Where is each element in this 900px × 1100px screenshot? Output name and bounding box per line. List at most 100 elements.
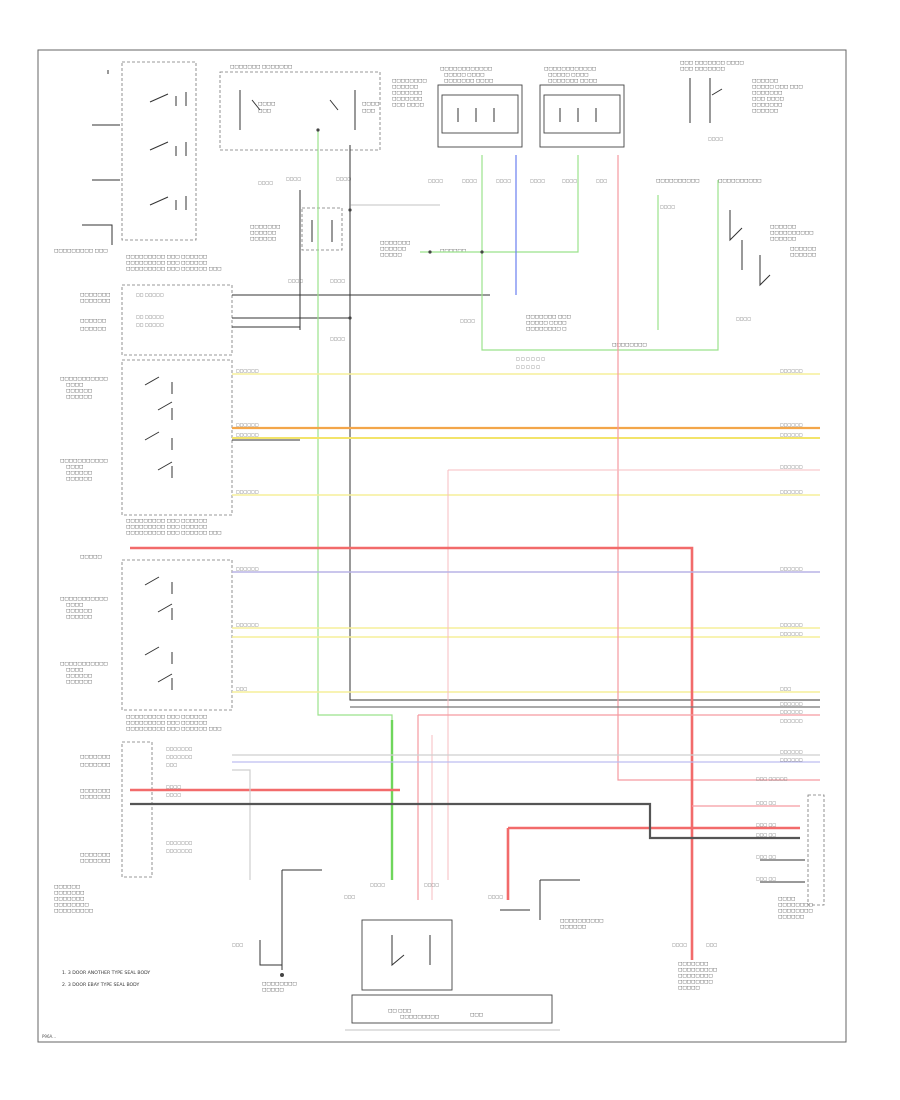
svg-text:□□□□□□: □□□□□□ [66,674,92,679]
svg-text:□□□□□□□: □□□□□□□ [166,746,193,751]
svg-text:□□□□□□□□□□□: □□□□□□□□□□□ [60,377,108,382]
legend: 1. 3 DOOR ANOTHER TYPE SEAL BODY 2. 3 DO… [62,970,150,988]
svg-text:□□□□□□□: □□□□□□□ [80,859,110,864]
svg-text:□□□: □□□ [470,1013,483,1018]
svg-text:□□□□□□: □□□□□□ [392,85,418,90]
svg-text:□□□□□□: □□□□□□ [780,757,803,762]
svg-text:□ □ □ □ □: □ □ □ □ □ [516,364,540,369]
svg-text:□□□□: □□□□ [288,278,303,283]
svg-text:□□□□□□: □□□□□□ [380,247,406,252]
left-connector-strip: □□□□□□□ □□□□□□□ □□□□□□ □□□□□□ □□ □□□□□ □… [80,284,233,356]
svg-text:□□□□□□□□□ □□□: □□□□□□□□□ □□□ [54,249,108,254]
svg-text:□□□□□□□: □□□□□□□ [380,241,410,246]
svg-text:□□□□□□: □□□□□□ [250,237,276,242]
svg-text:□□□□□□□□: □□□□□□□□ [262,982,297,987]
bottom-right-connector: □□□□□□□□□□ □□□□□□ □□□□□□□ □□□□□□□□□ □□□□… [500,794,825,991]
lower-left-connector: □□□□□□□ □□□□□□□ □□□□□□□ □□□□□□□ □□□□□□□ … [54,741,153,914]
svg-text:□□□□□□: □□□□□□ [80,319,106,324]
top-relay-block: □□□□□□□ □□□□□□□ □□□□ □□□ □□□□ □□□ □□□□□□… [219,65,427,151]
svg-text:□□□□□□: □□□□□□ [752,79,778,84]
svg-text:□□□□□ □□□□: □□□□□ □□□□ [548,73,589,78]
svg-text:□□□□: □□□□ [496,178,511,183]
svg-text:□□□□□□: □□□□□□ [560,925,586,930]
svg-text:□□□□□□: □□□□□□ [54,885,80,890]
svg-text:□□□: □□□ [780,686,792,691]
svg-text:□□□□: □□□□ [330,336,345,341]
svg-text:□□□□□□: □□□□□□ [770,225,796,230]
svg-text:□□□□: □□□□ [562,178,577,183]
svg-text:□□□□□□: □□□□□□ [80,327,106,332]
svg-text:□□□□: □□□□ [66,603,83,608]
svg-text:□□□□□□: □□□□□□ [780,701,803,706]
svg-text:□□□: □□□ [232,942,244,947]
svg-text:□□□□□□□□□ □□□ □□□□□□: □□□□□□□□□ □□□ □□□□□□ [126,261,207,266]
svg-text:□□□: □□□ [362,109,375,114]
svg-text:□□□□□□: □□□□□□ [770,237,796,242]
svg-text:□□ □□□□□: □□ □□□□□ [136,322,164,327]
svg-text:□□□□□□: □□□□□□ [780,464,803,469]
svg-text:□□□□□□□□□: □□□□□□□□□ [400,1015,439,1020]
svg-text:□□□□□□□□□ □□□ □□□□□□ □□□: □□□□□□□□□ □□□ □□□□□□ □□□ [126,531,222,536]
svg-text:□□□□: □□□□ [428,178,443,183]
svg-text:□□□□□□□: □□□□□□□ [392,97,422,102]
svg-text:□□□□□□□□ □: □□□□□□□□ □ [526,327,567,332]
page-id: P96A... [42,1034,56,1039]
svg-text:□□□□□□: □□□□□□ [236,489,259,494]
svg-text:□□□□□□□□□ □□□ □□□□□□: □□□□□□□□□ □□□ □□□□□□ [126,525,207,530]
svg-text:□□□□: □□□□ [286,176,301,181]
svg-text:□□□□□□□: □□□□□□□ [80,789,110,794]
svg-text:□□□□□: □□□□□ [678,986,700,991]
top-right-switch: □□□ □□□□□□□ □□□□ □□□ □□□□□□□ □□□□□□ □□□□… [680,61,803,123]
svg-text:□□□□□□: □□□□□□ [780,718,803,723]
svg-text:□□□□□□□: □□□□□□□ [752,103,782,108]
svg-text:□□□□□□□: □□□□□□□ [392,91,422,96]
svg-text:□□□□□□□: □□□□□□□ [166,754,193,759]
svg-text:□□□□□□□ □□□□: □□□□□□□ □□□□ [444,79,493,84]
svg-text:□□□: □□□ [166,762,178,767]
svg-text:□□□□□□□: □□□□□□□ [54,891,84,896]
svg-text:□□□□□□□□: □□□□□□□□ [778,903,813,908]
pin-markers: □ □ □ □ □ □ □ □ □ □ □ [280,128,545,977]
svg-text:□□□: □□□ [706,942,718,947]
svg-text:□□□□: □□□□ [330,278,345,283]
svg-text:□□□□□□: □□□□□□ [66,680,92,685]
bottom-ground-connector: □□□□□□□□ □□□□□ [259,869,322,993]
svg-text:□□□□□□□□□ □□□ □□□□□□: □□□□□□□□□ □□□ □□□□□□ [126,519,207,524]
svg-text:□□□□□□□: □□□□□□□ [80,853,110,858]
svg-text:□□□ □□□□□□□ □□□□: □□□ □□□□□□□ □□□□ [680,61,744,66]
svg-text:□□□□: □□□□ [370,882,385,887]
svg-text:□□□□: □□□□ [530,178,545,183]
svg-text:□□□ □□: □□□ □□ [756,854,776,859]
svg-text:□□□□□□□□: □□□□□□□□ [612,343,647,348]
legend-item: 2. 3 DOOR EBAY TYPE SEAL BODY [62,982,139,988]
svg-text:□□□□: □□□□ [166,792,181,797]
svg-text:□□□ □□: □□□ □□ [756,876,776,881]
svg-text:□□□□□ □□□ □□□: □□□□□ □□□ □□□ [752,85,803,90]
svg-text:□□□ □□□□: □□□ □□□□ [752,97,784,102]
svg-text:□□□□□□: □□□□□□ [752,109,778,114]
svg-text:□□□□□□: □□□□□□ [780,631,803,636]
svg-text:□□□□□□□□□□□: □□□□□□□□□□□ [60,662,108,667]
svg-text:□□□□: □□□□ [672,942,687,947]
right-door-switch: □□□□□□□□□□ □□□□□□□□□□ □□□□□□ □□□□□□□□□□ … [526,179,816,348]
svg-text:□□□□: □□□□ [424,882,439,887]
svg-text:□□□□: □□□□ [166,784,181,789]
svg-text:□□ □□□□□: □□ □□□□□ [136,314,164,319]
svg-text:□□□ □□: □□□ □□ [756,832,776,837]
svg-text:□□□: □□□ [596,178,608,183]
svg-text:□□□□□ □□□□: □□□□□ □□□□ [444,73,485,78]
svg-text:□□□□□□□: □□□□□□□ [80,293,110,298]
svg-text:□□□□□□□□□: □□□□□□□□□ [54,909,93,914]
svg-text:□□□□: □□□□ [258,102,275,107]
svg-text:□□□□□□: □□□□□□ [66,471,92,476]
svg-text:□□□□□□□□: □□□□□□□□ [54,903,89,908]
diagram-frame [37,49,847,1043]
svg-text:□□□□□□□: □□□□□□□ [678,962,708,967]
svg-text:□□□□: □□□□ [66,668,83,673]
legend-item: 1. 3 DOOR ANOTHER TYPE SEAL BODY [62,970,150,976]
svg-text:□□□□□□□ □□□□: □□□□□□□ □□□□ [548,79,597,84]
svg-text:□□□□□□: □□□□□□ [66,389,92,394]
svg-text:□□□□□□: □□□□□□ [780,749,803,754]
svg-text:□□□: □□□ [258,109,271,114]
